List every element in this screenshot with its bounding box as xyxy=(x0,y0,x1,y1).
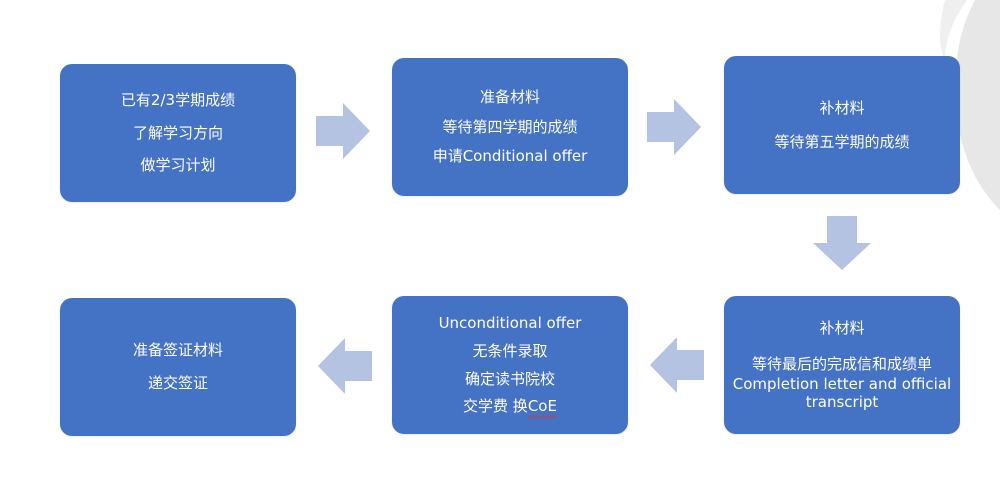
step-box-2: 准备材料 等待第四学期的成绩 申请Conditional offer xyxy=(392,58,628,196)
step-6-line-1: 准备签证材料 xyxy=(132,341,223,360)
step-1-line-1: 已有2/3学期成绩 xyxy=(120,90,236,109)
step-box-1: 已有2/3学期成绩 了解学习方向 做学习计划 xyxy=(60,64,296,202)
step-2-line-3: 申请Conditional offer xyxy=(432,147,588,166)
step-5-line-1: Unconditional offer xyxy=(438,314,582,332)
corner-arc-front xyxy=(940,0,967,60)
step-5-line-3: 确定读书院校 xyxy=(464,369,555,388)
step-6-line-2: 递交签证 xyxy=(147,374,208,392)
step-3-line-1: 补材料 xyxy=(819,98,865,117)
step-4-line-2: 等待最后的完成信和成绩单 xyxy=(751,355,932,373)
arrow-left-icon xyxy=(318,338,372,394)
step-box-5: Unconditional offer 无条件录取 确定读书院校 交学费 换Co… xyxy=(392,296,628,434)
step-2-line-1: 准备材料 xyxy=(479,87,540,106)
step-4-line-3: Completion letter and official transcrip… xyxy=(732,375,952,411)
step-box-3: 补材料 等待第五学期的成绩 xyxy=(724,56,960,194)
step-5-line-2: 无条件录取 xyxy=(472,341,548,360)
step-4-line-1: 补材料 xyxy=(819,319,865,337)
step-1-line-2: 了解学习方向 xyxy=(132,123,223,142)
arrow-right-icon xyxy=(647,99,701,155)
corner-decoration xyxy=(940,0,1000,210)
step-2-line-2: 等待第四学期的成绩 xyxy=(442,117,578,136)
step-box-4: 补材料 等待最后的完成信和成绩单 Completion letter and o… xyxy=(724,296,960,434)
spellcheck-underline: CoE xyxy=(527,397,557,416)
arrow-down-icon xyxy=(813,216,871,270)
arrow-right-icon xyxy=(316,103,370,159)
arrow-left-icon xyxy=(650,337,704,393)
step-5-line-4: 交学费 换CoE xyxy=(463,397,557,416)
step-1-line-3: 做学习计划 xyxy=(140,156,216,175)
step-3-line-2: 等待第五学期的成绩 xyxy=(774,132,910,151)
corner-arc-back xyxy=(954,0,1000,210)
step-box-6: 准备签证材料 递交签证 xyxy=(60,298,296,436)
